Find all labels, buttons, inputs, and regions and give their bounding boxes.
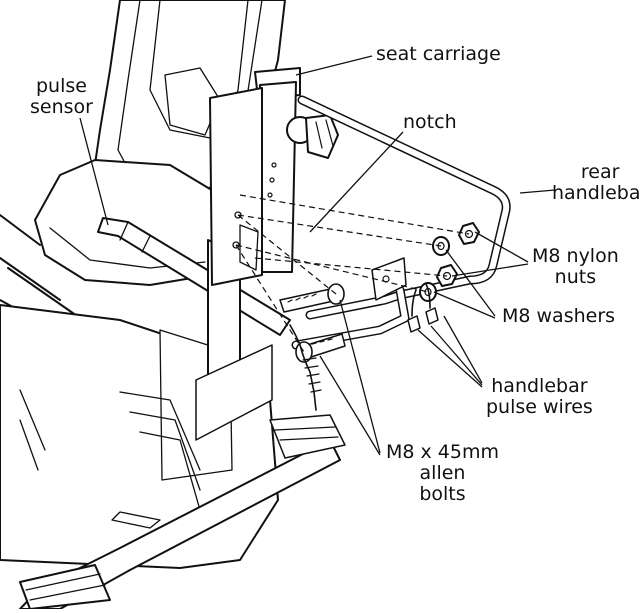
label-rear-handlebar: rear handlebar [552, 162, 640, 204]
label-pulse-sensor: pulse sensor [30, 76, 93, 118]
m8-washers [419, 236, 450, 302]
label-m8-nylon-nuts-line2: nuts [554, 266, 597, 288]
label-allen-bolts-line1: M8 x 45mm [386, 441, 499, 463]
label-allen-bolts: M8 x 45mm allen bolts [386, 442, 499, 505]
label-m8-washers: M8 washers [502, 305, 616, 327]
label-rear-handlebar-line2: handlebar [552, 182, 640, 204]
label-allen-bolts-line3: bolts [419, 483, 466, 505]
pulse-sensor-cable [289, 324, 322, 411]
pulse-sensor-grip [97, 217, 291, 336]
leader-lines [79, 55, 556, 456]
label-seat-carriage: seat carriage [376, 43, 501, 65]
alignment-lines [235, 194, 470, 353]
label-handlebar-pulse-wires: handlebar pulse wires [486, 376, 593, 418]
label-pulse-sensor-line1: pulse [35, 75, 87, 97]
label-notch: notch [403, 111, 457, 133]
front-stabilizer [19, 414, 346, 610]
label-m8-nylon-nuts: M8 nylon nuts [532, 246, 619, 288]
allen-bolts [279, 283, 346, 363]
seat-carriage [209, 67, 301, 286]
label-handlebar-pulse-wires-line1: handlebar [491, 375, 588, 397]
adjustment-knob [286, 114, 339, 159]
label-rear-handlebar-line1: rear [580, 161, 620, 183]
label-allen-bolts-line2: allen [419, 462, 466, 484]
label-pulse-sensor-line2: sensor [30, 96, 93, 118]
label-m8-nylon-nuts-line1: M8 nylon [532, 245, 619, 267]
handlebar-pulse-wires [407, 283, 439, 333]
label-handlebar-pulse-wires-line2: pulse wires [486, 396, 593, 418]
